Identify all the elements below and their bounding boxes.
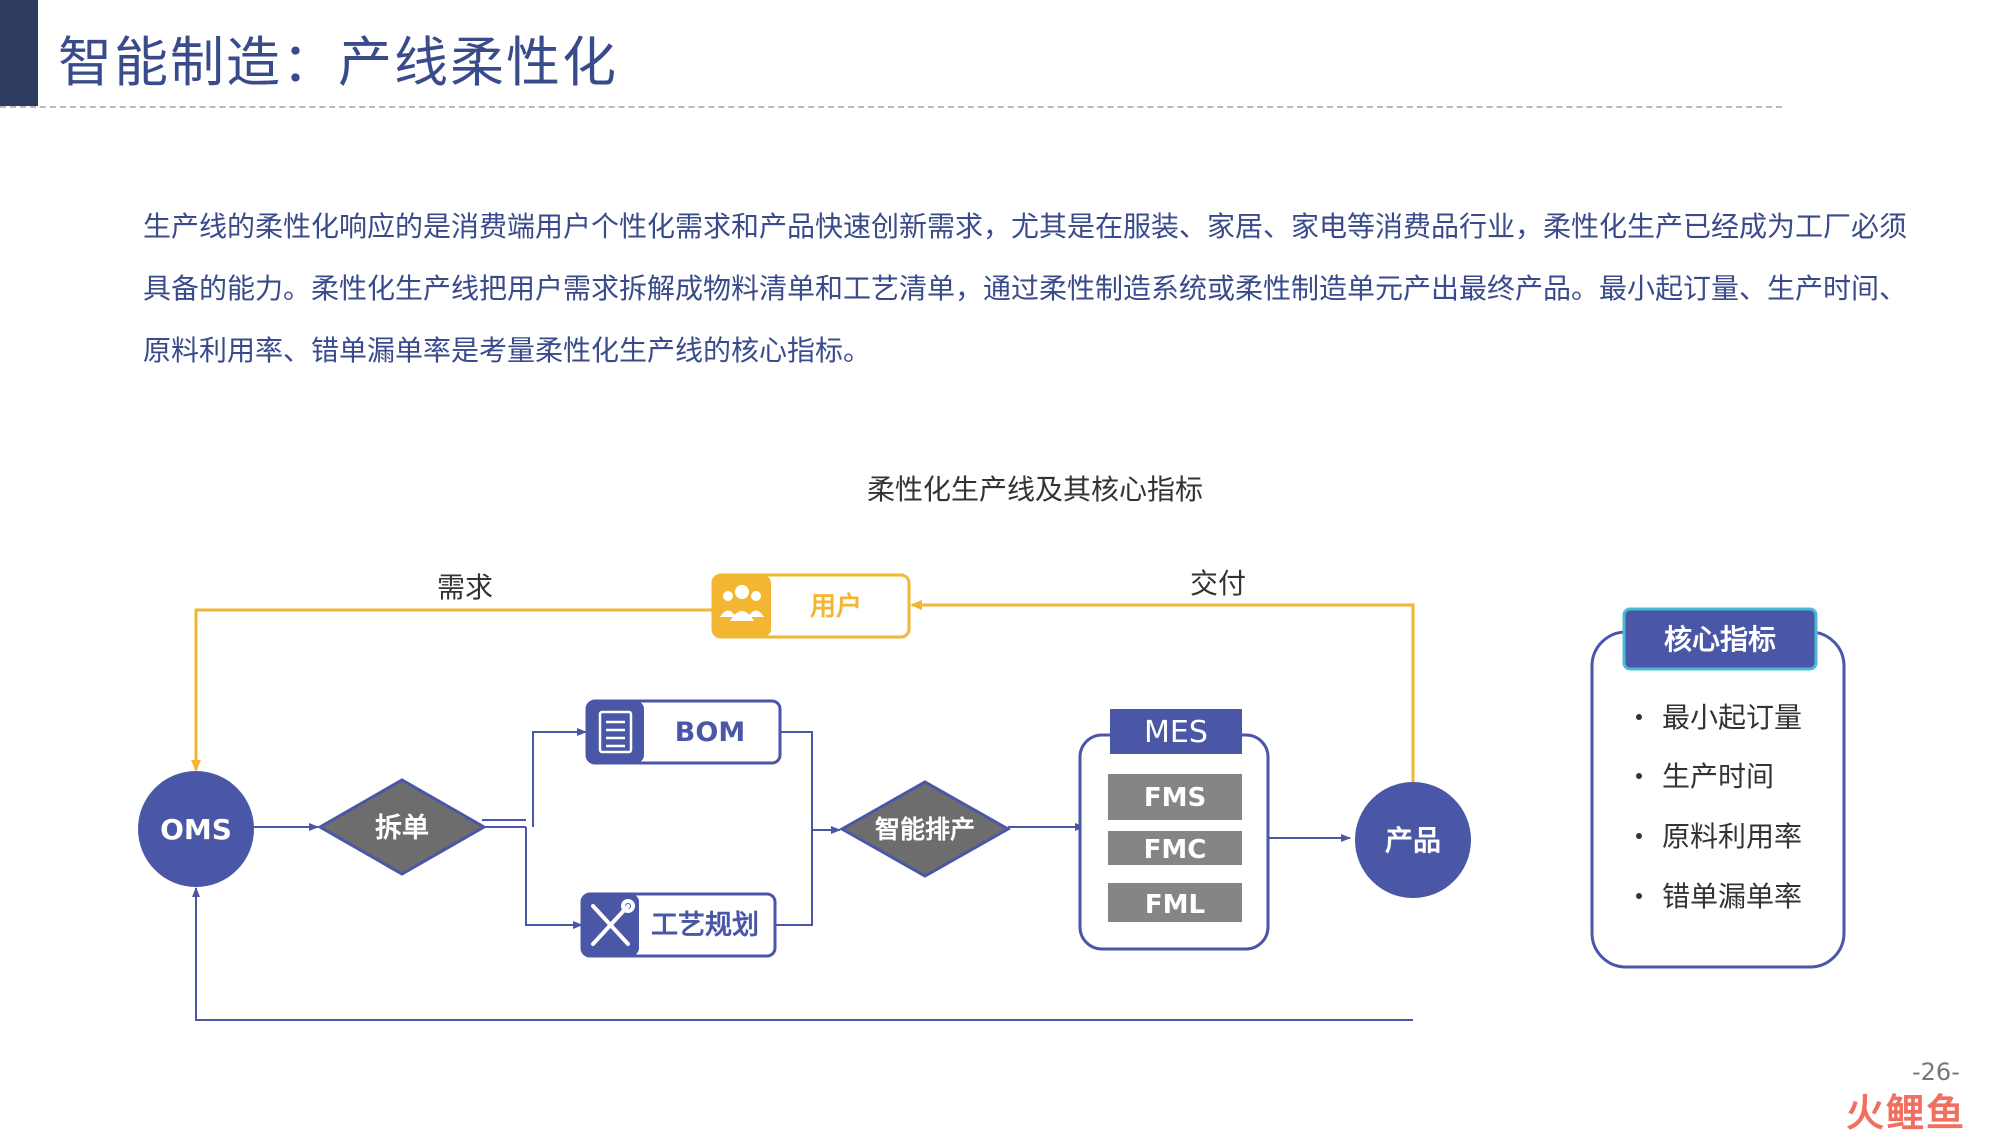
kpi-item: 最小起订量 <box>1662 701 1802 734</box>
process-planning-label: 工艺规划 <box>651 910 759 941</box>
title-divider <box>0 106 1782 108</box>
flow-connectors <box>192 728 1413 1021</box>
user-loop-connectors <box>191 600 1415 782</box>
process-to-merge <box>775 830 813 926</box>
watermark-logo: 火鲤鱼 <box>1846 1091 1967 1135</box>
tools-icon <box>591 899 635 946</box>
delivery-label: 交付 <box>1190 567 1246 600</box>
kpi-title: 核心指标 <box>1664 623 1776 656</box>
mes-label: MES <box>1144 715 1208 750</box>
fml-label: FML <box>1145 890 1205 920</box>
smart-scheduling-label: 智能排产 <box>875 815 975 844</box>
oms-node: OMS <box>138 771 254 887</box>
page-number: -26- <box>1912 1058 1960 1086</box>
intro-paragraph: 生产线的柔性化响应的是消费端用户个性化需求和产品快速创新需求，尤其是在服装、家居… <box>143 210 1908 367</box>
smart-scheduling-node: 智能排产 <box>838 780 1012 878</box>
document-list-icon <box>598 710 633 754</box>
user-node: 用户 <box>711 573 911 639</box>
demand-label: 需求 <box>437 571 493 604</box>
bom-to-merge <box>780 731 813 830</box>
process-planning-node: 工艺规划 <box>580 892 777 958</box>
fms-label: FMS <box>1144 783 1206 813</box>
kpi-bullet-icon <box>1636 833 1642 839</box>
kpi-bullet-icon <box>1636 773 1642 779</box>
kpi-bullet-icon <box>1636 714 1642 720</box>
product-label: 产品 <box>1385 824 1441 857</box>
diagram-title: 柔性化生产线及其核心指标 <box>866 473 1203 506</box>
kpi-panel: 核心指标 最小起订量 生产时间 原料利用率 错单漏单率 <box>1590 607 1846 969</box>
kpi-item: 生产时间 <box>1662 760 1774 793</box>
bom-node: BOM <box>585 699 782 765</box>
kpi-item: 错单漏单率 <box>1662 880 1802 913</box>
page-title: 智能制造：产线柔性化 <box>58 31 618 94</box>
split-order-label: 拆单 <box>375 813 429 844</box>
user-label: 用户 <box>810 591 862 622</box>
users-group-icon <box>720 585 764 621</box>
fml-box <box>1108 883 1242 922</box>
demand-arrow <box>191 608 712 772</box>
product-node: 产品 <box>1355 782 1471 898</box>
split-order-node: 拆单 <box>316 778 488 876</box>
mes-node: MES FMS FMC FML <box>1078 709 1270 951</box>
title-accent-bar <box>0 0 38 106</box>
feedback-loop-arrow <box>192 887 1413 1021</box>
fmc-label: FMC <box>1144 835 1207 865</box>
delivery-arrow <box>910 600 1415 782</box>
fmc-box <box>1108 831 1242 865</box>
split-to-process-arrow <box>525 827 583 929</box>
split-to-bom-arrow <box>532 728 587 827</box>
fms-box <box>1108 774 1242 820</box>
kpi-bullet-icon <box>1636 893 1642 899</box>
bom-label: BOM <box>675 717 745 748</box>
oms-label: OMS <box>160 813 232 846</box>
kpi-item: 原料利用率 <box>1662 820 1802 853</box>
